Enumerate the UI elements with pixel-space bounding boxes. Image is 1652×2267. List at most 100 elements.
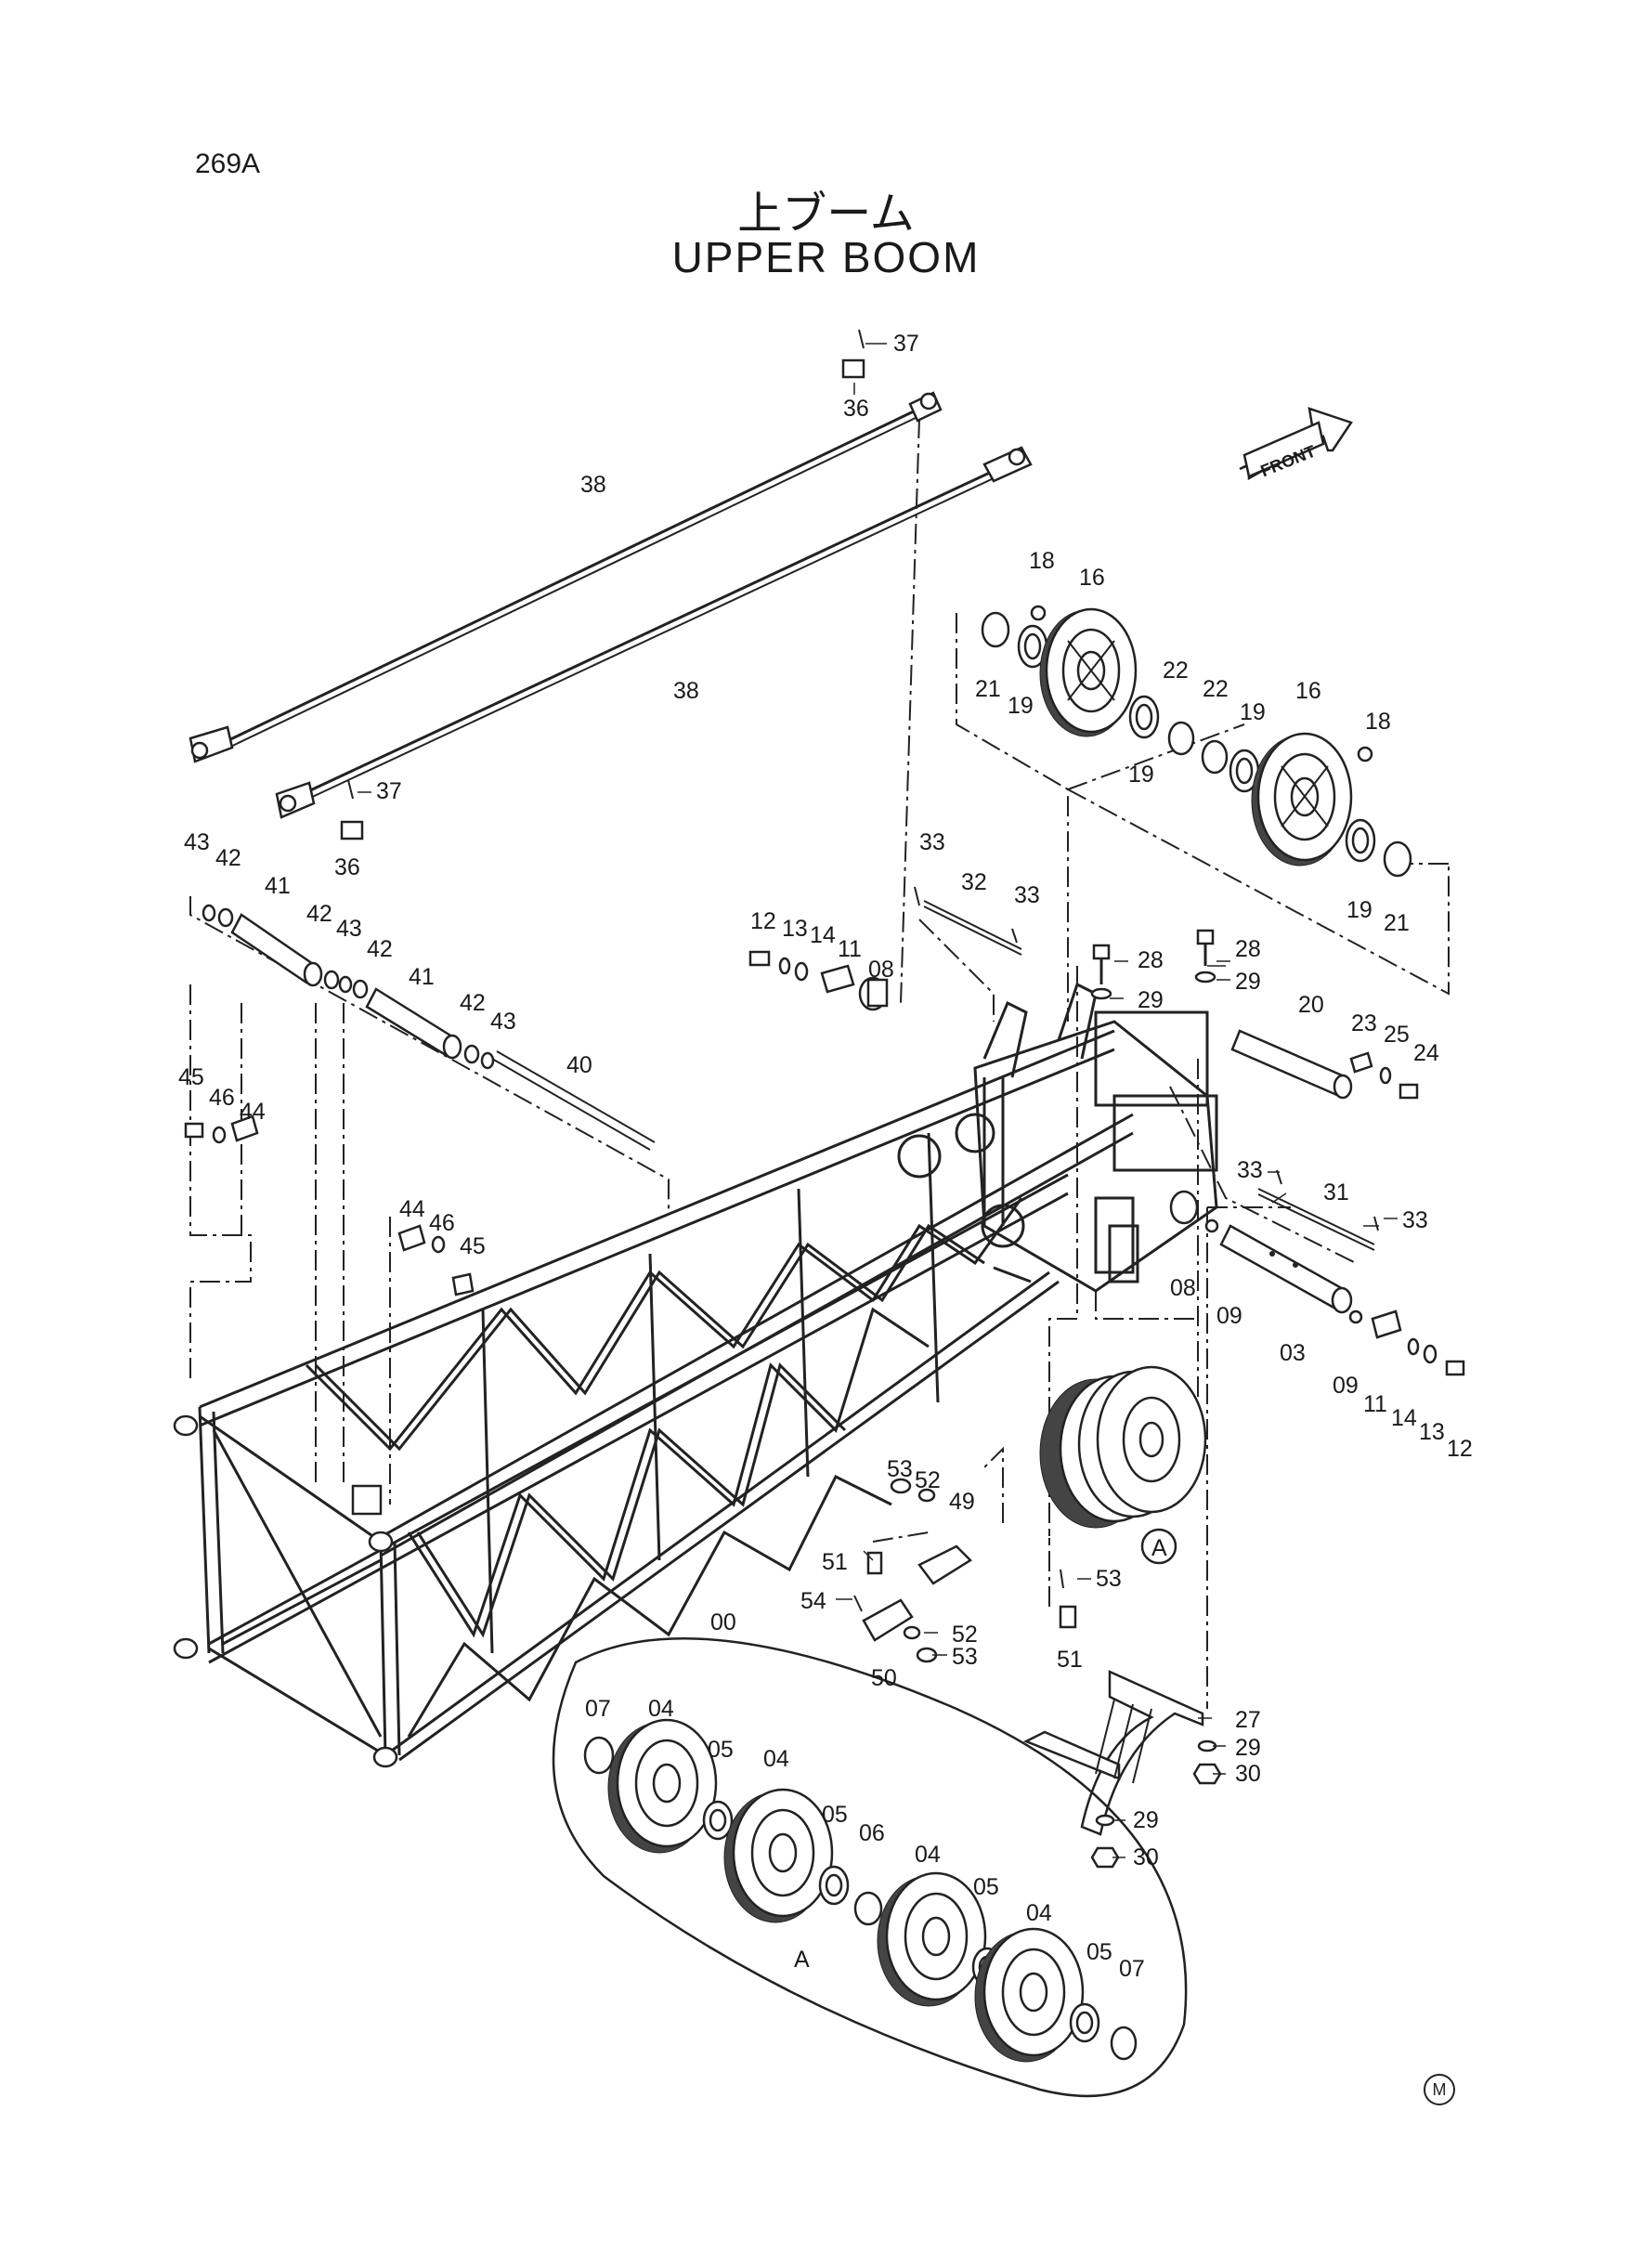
callout-24: 24 — [1413, 1040, 1439, 1066]
callout-31: 31 — [1323, 1179, 1349, 1205]
callout-21: 21 — [1384, 910, 1410, 936]
callout-41: 41 — [265, 873, 291, 899]
callout-14: 14 — [1391, 1405, 1417, 1431]
callout-41: 41 — [409, 964, 435, 990]
callout-12: 12 — [750, 908, 776, 934]
callout-13: 13 — [1419, 1419, 1445, 1445]
callout-16: 16 — [1295, 678, 1321, 704]
copyright-mark: M — [1424, 2074, 1455, 2105]
callout-43: 43 — [336, 916, 362, 942]
callout-05: 05 — [973, 1874, 999, 1900]
callout-28: 28 — [1138, 947, 1164, 973]
callout-11: 11 — [1363, 1391, 1387, 1417]
callout-44: 44 — [399, 1196, 425, 1222]
callout-07: 07 — [1119, 1956, 1145, 1982]
callout-43: 43 — [490, 1009, 516, 1035]
callout-19: 19 — [1240, 699, 1266, 725]
callout-42: 42 — [460, 990, 486, 1016]
callout-22: 22 — [1203, 676, 1229, 702]
callout-32: 32 — [961, 869, 987, 895]
callout-45: 45 — [460, 1233, 486, 1259]
callout-06: 06 — [859, 1820, 885, 1846]
callout-05: 05 — [822, 1802, 848, 1828]
callout-25: 25 — [1384, 1022, 1410, 1048]
callout-45: 45 — [178, 1064, 204, 1090]
boom-pin-lugs — [173, 1414, 398, 1768]
callout-04: 04 — [915, 1842, 941, 1868]
callout-36: 36 — [334, 854, 360, 880]
callout-36: 36 — [843, 396, 869, 422]
callout-03: 03 — [1280, 1340, 1306, 1366]
callout-20: 20 — [1298, 992, 1324, 1018]
callout-16: 16 — [1079, 565, 1105, 591]
callout-44: 44 — [240, 1099, 266, 1125]
callout-29: 29 — [1235, 1735, 1261, 1761]
title-english: UPPER BOOM — [671, 233, 981, 281]
callout-33: 33 — [1014, 882, 1040, 908]
upper-sheaves — [981, 605, 1412, 878]
callout-05: 05 — [1086, 1939, 1112, 1965]
callout-42: 42 — [367, 936, 393, 962]
callout-37: 37 — [893, 331, 919, 357]
callout-13: 13 — [782, 916, 808, 942]
callout-46: 46 — [429, 1210, 455, 1236]
callout-19: 19 — [1346, 897, 1372, 923]
callout-29: 29 — [1138, 987, 1164, 1013]
callout-08: 08 — [868, 957, 894, 983]
callout-05: 05 — [708, 1737, 734, 1763]
callout-29: 29 — [1235, 969, 1261, 995]
callout-51: 51 — [1057, 1647, 1083, 1673]
callout-21: 21 — [975, 676, 1001, 702]
callout-52: 52 — [952, 1622, 978, 1648]
callout-53: 53 — [887, 1456, 913, 1482]
callout-37: 37 — [376, 778, 402, 804]
callout-leaders — [358, 343, 1398, 1858]
callout-04: 04 — [763, 1746, 789, 1772]
callout-42: 42 — [306, 901, 332, 927]
callout-33: 33 — [919, 829, 945, 855]
assembly-leader-lines — [189, 417, 1450, 1709]
callout-14: 14 — [810, 922, 836, 948]
callout-38: 38 — [673, 678, 699, 704]
callout-09: 09 — [1216, 1303, 1242, 1329]
rear-pin-assembly — [184, 904, 656, 1296]
callout-38: 38 — [580, 472, 606, 498]
callout-40: 40 — [566, 1052, 592, 1078]
callout-28: 28 — [1235, 936, 1261, 962]
callout-00: 00 — [710, 1609, 736, 1635]
callout-29: 29 — [1133, 1807, 1159, 1833]
callout-07: 07 — [585, 1696, 611, 1722]
front-arrow-icon: FRONT — [1239, 407, 1353, 480]
callout-33: 33 — [1237, 1157, 1263, 1183]
callout-11: 11 — [838, 936, 862, 962]
callout-54: 54 — [800, 1588, 826, 1614]
callout-27: 27 — [1235, 1707, 1261, 1733]
callout-30: 30 — [1235, 1761, 1261, 1787]
callout-19: 19 — [1128, 762, 1154, 788]
callout-30: 30 — [1133, 1844, 1159, 1870]
callout-51: 51 — [822, 1549, 848, 1575]
callout-53: 53 — [952, 1644, 978, 1670]
title-japanese: 上ブーム — [737, 188, 915, 240]
callout-labels: 37 36 38 38 37 36 18 16 21 19 22 22 19 1… — [178, 331, 1473, 1982]
callout-43: 43 — [184, 829, 210, 855]
pendant-rods — [189, 329, 1033, 840]
callout-42: 42 — [215, 845, 241, 871]
callout-49: 49 — [949, 1489, 975, 1515]
detail-a-marker: A — [1151, 1535, 1167, 1561]
guide-sheave-block — [853, 1365, 1222, 1869]
callout-50: 50 — [871, 1665, 897, 1691]
callout-23: 23 — [1351, 1010, 1377, 1036]
callout-46: 46 — [209, 1085, 235, 1111]
callout-19: 19 — [1008, 693, 1034, 719]
callout-A: A — [794, 1947, 810, 1973]
callout-18: 18 — [1365, 709, 1391, 735]
callout-22: 22 — [1163, 658, 1189, 684]
page-code: 269A — [195, 149, 261, 179]
callout-33: 33 — [1402, 1207, 1428, 1233]
callout-04: 04 — [1026, 1900, 1052, 1926]
callout-52: 52 — [915, 1467, 941, 1493]
callout-53: 53 — [1096, 1566, 1122, 1592]
